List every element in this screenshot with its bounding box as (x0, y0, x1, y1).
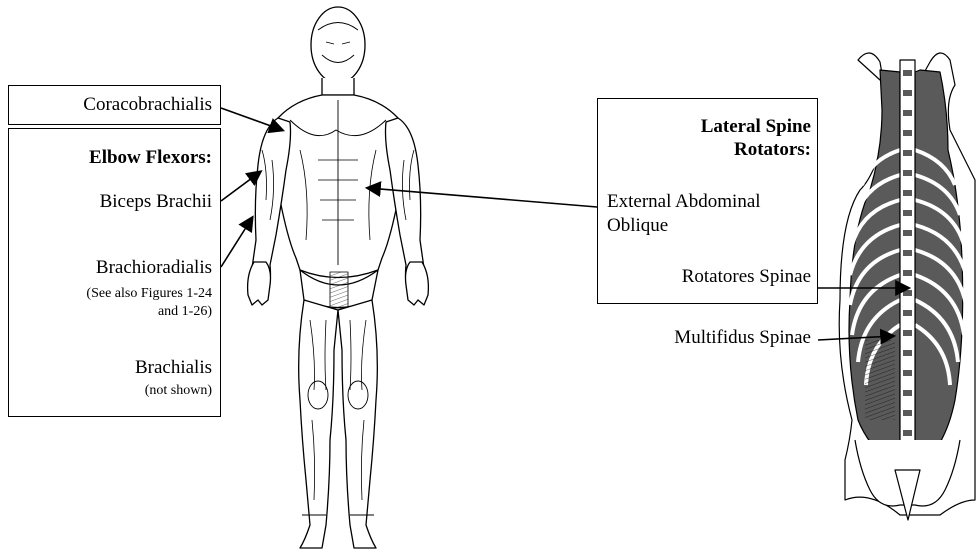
posterior-spine-ribcage-icon (839, 53, 975, 520)
anterior-muscular-body-icon (248, 7, 429, 548)
biceps-brachii-pointer (221, 172, 260, 201)
coracobrachialis-pointer (221, 108, 282, 130)
brachioradialis-pointer (221, 218, 252, 267)
